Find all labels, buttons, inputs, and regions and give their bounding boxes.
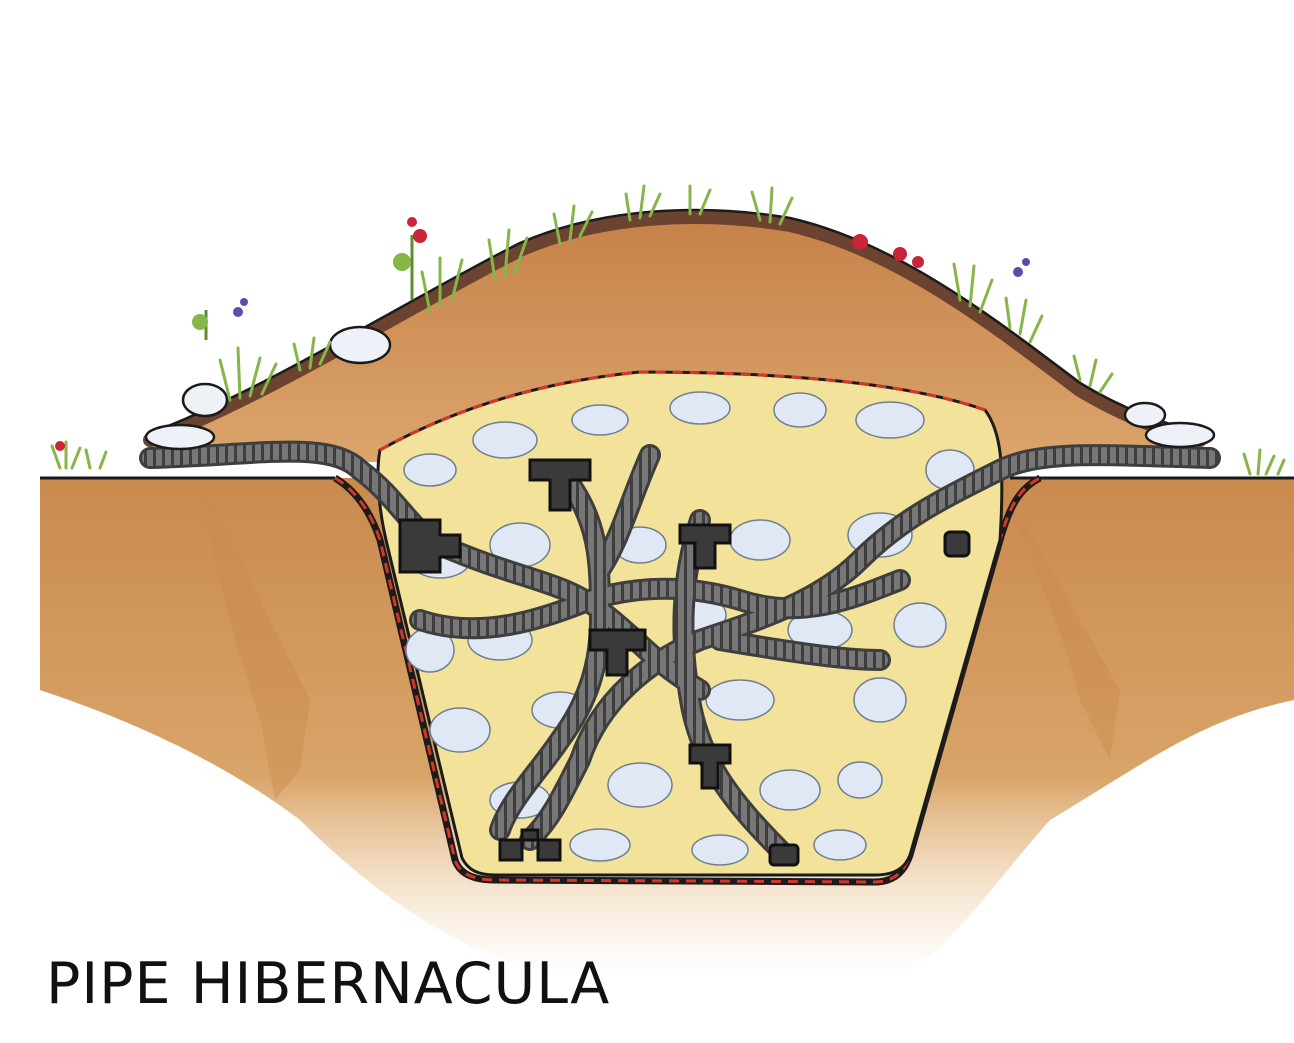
rock: [894, 603, 946, 647]
rock: [404, 454, 456, 486]
flower-icon: [1013, 258, 1030, 277]
rock: [430, 708, 490, 752]
rock: [670, 392, 730, 424]
rock: [760, 770, 820, 810]
rock: [570, 829, 630, 861]
rock: [774, 393, 826, 427]
diagram-caption: PIPE HIBERNACULA: [46, 956, 610, 1013]
rock: [146, 425, 214, 449]
rock: [183, 384, 227, 416]
rock: [692, 835, 748, 865]
rock: [608, 763, 672, 807]
flower-icon: [393, 217, 427, 300]
rock: [854, 678, 906, 722]
rock: [706, 680, 774, 720]
rock: [814, 830, 866, 860]
rock: [572, 405, 628, 435]
rock: [856, 402, 924, 438]
pipe-end-cap-icon: [945, 532, 969, 556]
grass-tuft-icon: [1244, 450, 1284, 474]
flower-icon: [192, 298, 248, 340]
pipe-end-cap-icon: [770, 845, 798, 865]
rock: [838, 762, 882, 798]
rock: [1146, 423, 1214, 447]
rock: [1125, 403, 1165, 427]
flower-icon: [55, 441, 65, 451]
rock: [473, 422, 537, 458]
rock: [330, 327, 390, 363]
rock: [730, 520, 790, 560]
